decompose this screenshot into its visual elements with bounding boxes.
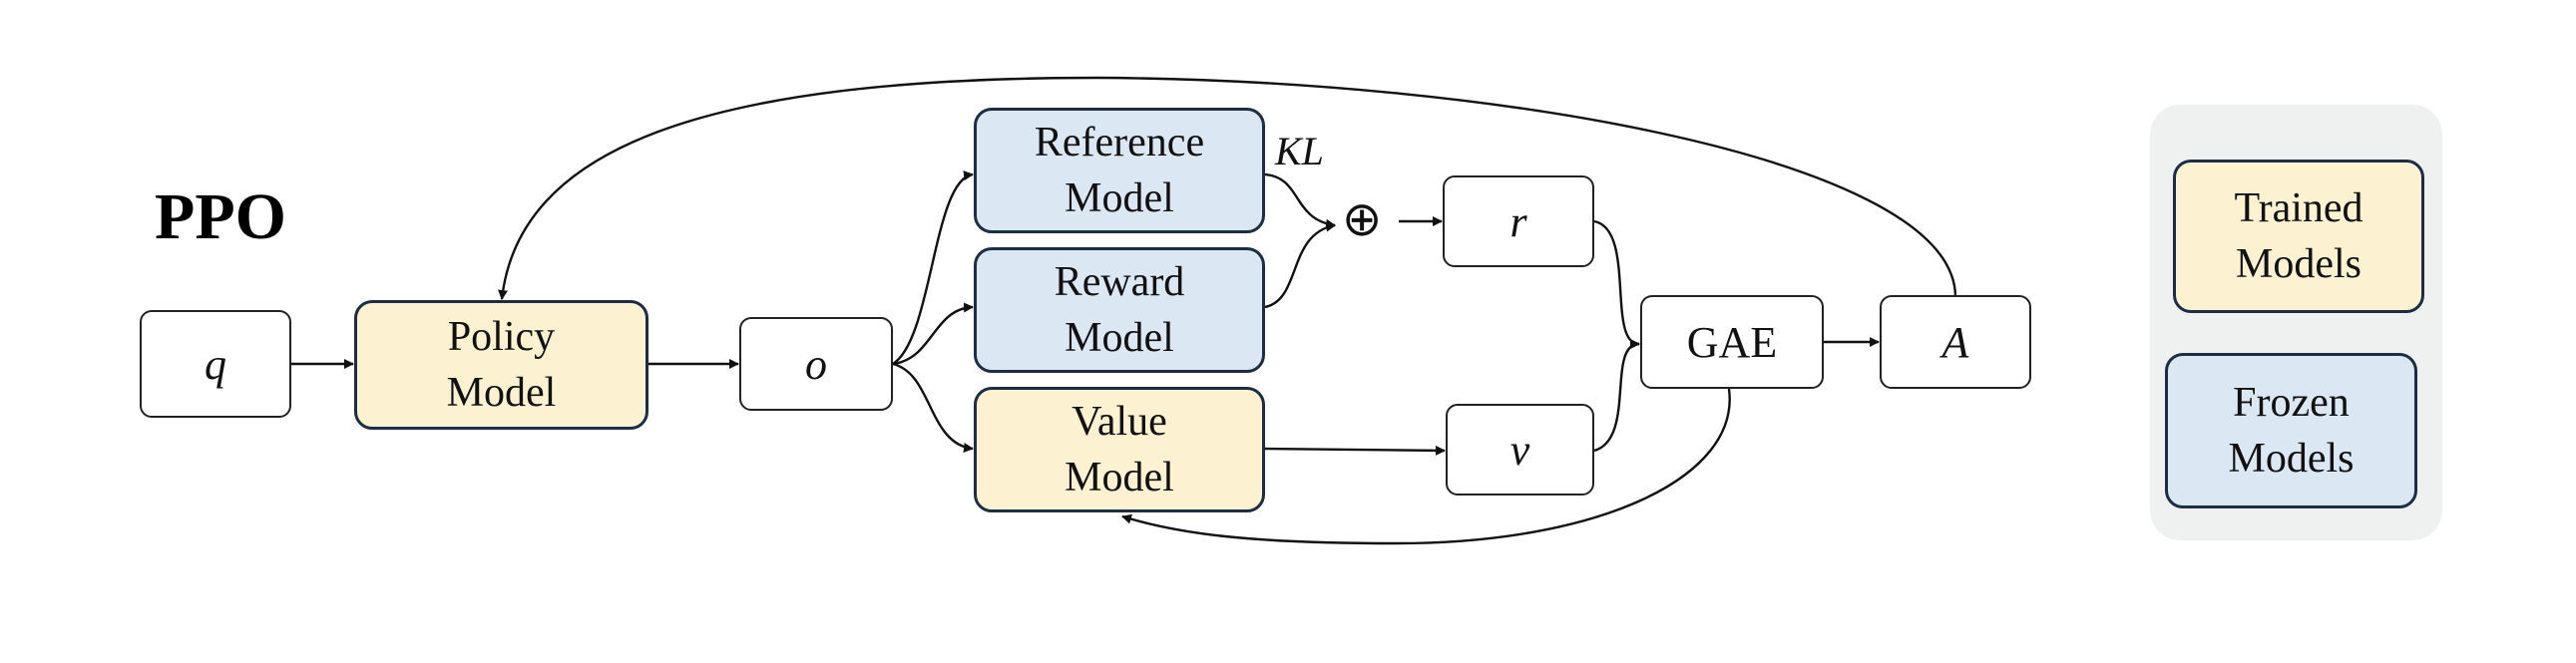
reward-r-label: r xyxy=(1509,196,1527,246)
advantage-node: A xyxy=(1880,295,2031,389)
reward-model-node: Reward Model xyxy=(974,247,1265,373)
edge-gae-value-feedback xyxy=(1121,388,1731,545)
edge-reference-oplus xyxy=(1264,172,1336,229)
edge-o-value xyxy=(892,362,974,453)
edge-o-reward xyxy=(892,302,974,366)
value-v-node: v xyxy=(1446,404,1594,496)
edge-reward-oplus xyxy=(1264,221,1336,309)
output-node: o xyxy=(739,317,893,411)
edge-v-gae xyxy=(1593,339,1640,453)
gae-node: GAE xyxy=(1640,295,1824,389)
reward-model-label: Reward Model xyxy=(1054,258,1185,361)
gae-label: GAE xyxy=(1686,317,1778,367)
edge-r-gae xyxy=(1593,219,1640,349)
value-v-label: v xyxy=(1509,425,1530,475)
value-model-label: Value Model xyxy=(1065,398,1174,500)
oplus-icon: ⊕ xyxy=(1342,191,1383,247)
edge-value-v xyxy=(1264,445,1446,456)
legend-trained-label: Trained Models xyxy=(2234,184,2363,287)
diagram-title: PPO xyxy=(155,180,286,253)
kl-label: KL xyxy=(1275,129,1324,173)
query-node: q xyxy=(140,310,291,418)
reference-model-label: Reference Model xyxy=(1034,119,1205,221)
legend-frozen-label: Frozen Models xyxy=(2228,379,2355,482)
edge-o-reference xyxy=(892,170,974,366)
value-model-node: Value Model xyxy=(974,387,1265,512)
query-label: q xyxy=(205,339,226,389)
legend-trained-box: Trained Models xyxy=(2173,160,2424,313)
reference-model-node: Reference Model xyxy=(974,108,1265,233)
output-label: o xyxy=(805,339,827,389)
policy-model-label: Policy Model xyxy=(446,313,557,416)
edge-a-policy-feedback xyxy=(498,76,1957,300)
legend-frozen-box: Frozen Models xyxy=(2165,353,2417,508)
reward-r-node: r xyxy=(1443,175,1594,267)
advantage-label: A xyxy=(1941,317,1969,367)
policy-model-node: Policy Model xyxy=(354,300,648,430)
